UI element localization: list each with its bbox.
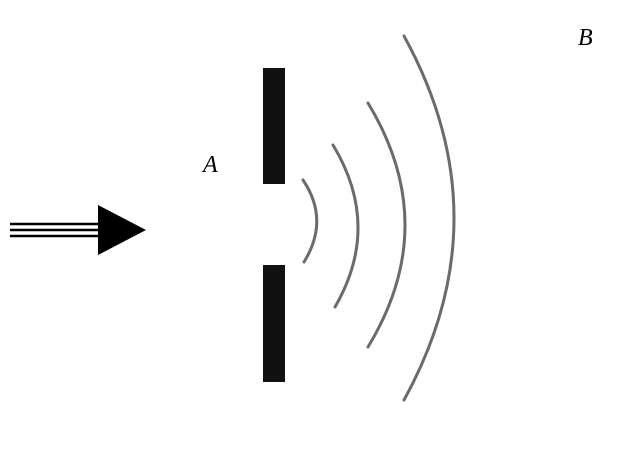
barrier-bottom [263,265,285,382]
wavefront-2 [331,143,360,309]
arrow-head [98,205,146,255]
wavefronts [301,34,456,402]
point-b-label: B [578,25,593,51]
barrier-top [263,68,285,184]
wavefront-4 [402,34,456,402]
incident-arrow [10,205,146,255]
point-a-label: A [203,152,218,178]
wavefront-3 [366,101,407,349]
wavefront-1 [301,178,319,264]
